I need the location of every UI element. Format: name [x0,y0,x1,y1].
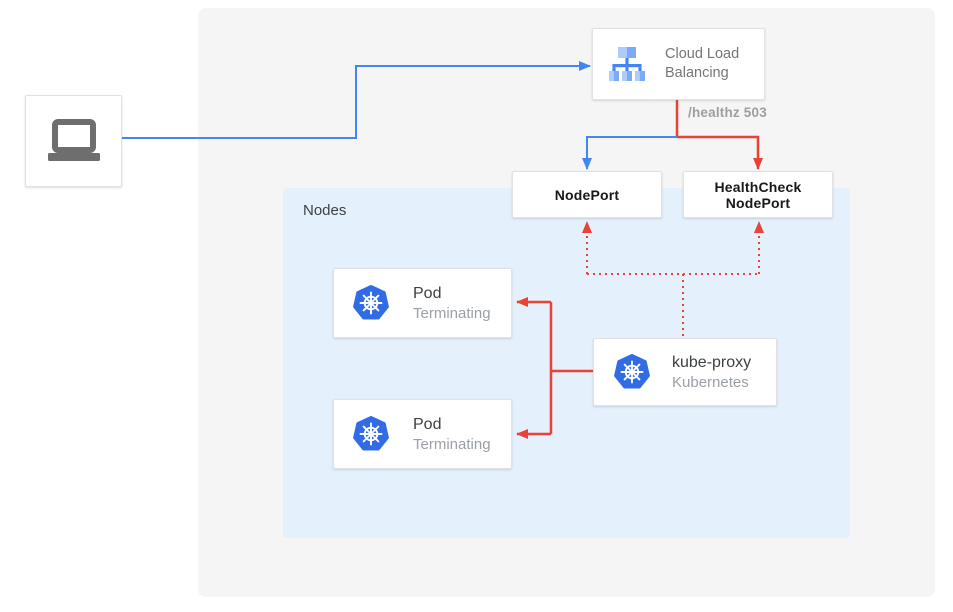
pod2-card: Pod Terminating [333,399,512,469]
pod1-text: Pod Terminating [413,283,491,324]
pod1-status: Terminating [413,304,491,322]
cloud-load-balancing-card: Cloud Load Balancing [592,28,765,100]
healthcheck-nodeport-label: HealthCheck NodePort [714,178,802,211]
healthcheck-nodeport-card: HealthCheck NodePort [683,171,833,218]
healthz-503-label: /healthz 503 [688,105,767,120]
cloud-load-balancing-label: Cloud Load Balancing [665,46,740,81]
kube-proxy-text: kube-proxy Kubernetes [672,352,751,393]
nodes-group-label: Nodes [303,202,347,219]
laptop-icon [47,119,100,161]
nodeport-card: NodePort [512,171,662,218]
client-card [25,95,122,187]
kubernetes-icon [612,352,652,392]
kubernetes-icon [351,283,391,323]
kube-proxy-title: kube-proxy [672,353,752,371]
kube-proxy-subtitle: Kubernetes [672,373,749,391]
pod1-card: Pod Terminating [333,268,512,338]
pod2-status: Terminating [413,435,491,453]
cloud-load-balancing-icon [609,47,645,81]
kubernetes-icon [351,414,391,454]
kube-proxy-card: kube-proxy Kubernetes [593,338,777,406]
pod2-text: Pod Terminating [413,414,491,455]
pod1-title: Pod [413,284,442,302]
nodeport-label: NodePort [554,186,620,203]
pod2-title: Pod [413,415,442,433]
